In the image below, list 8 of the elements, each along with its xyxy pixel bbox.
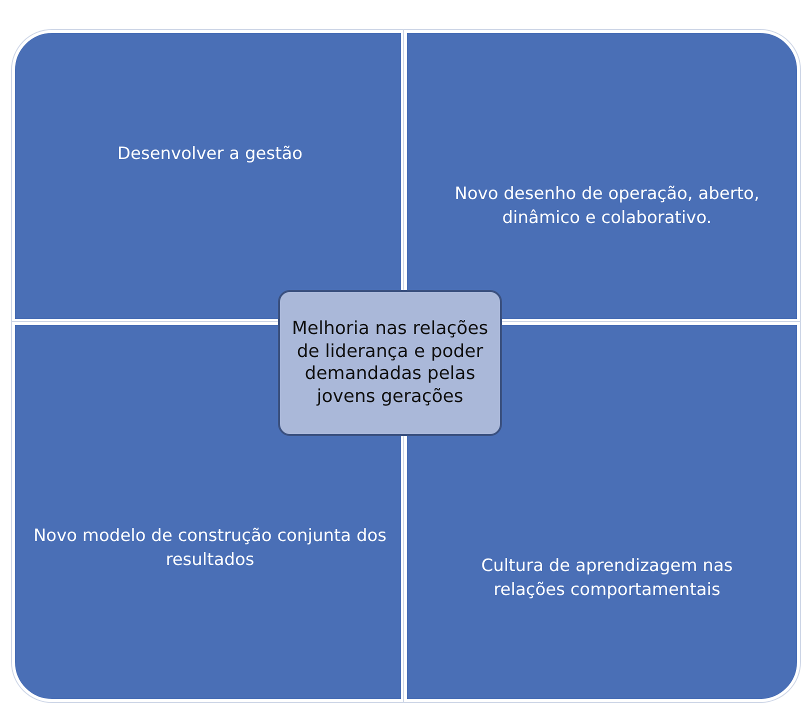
node-text: Melhoria nas relações de liderança e poder demandadas pelas jovens gerações: [290, 317, 490, 408]
quadrant-panel: [404, 30, 800, 322]
node-text: Novo desenho de operação, aberto, dinâmico e colaborativo.: [454, 183, 760, 230]
quadrant-panel: [12, 30, 404, 322]
node-text: Novo modelo de construção conjunta dos resultados: [32, 525, 388, 572]
center-box: [278, 290, 502, 436]
node-text: Cultura de aprendizagem nas relações comportamentais: [480, 555, 734, 602]
node-text: Desenvolver a gestão: [116, 143, 304, 166]
